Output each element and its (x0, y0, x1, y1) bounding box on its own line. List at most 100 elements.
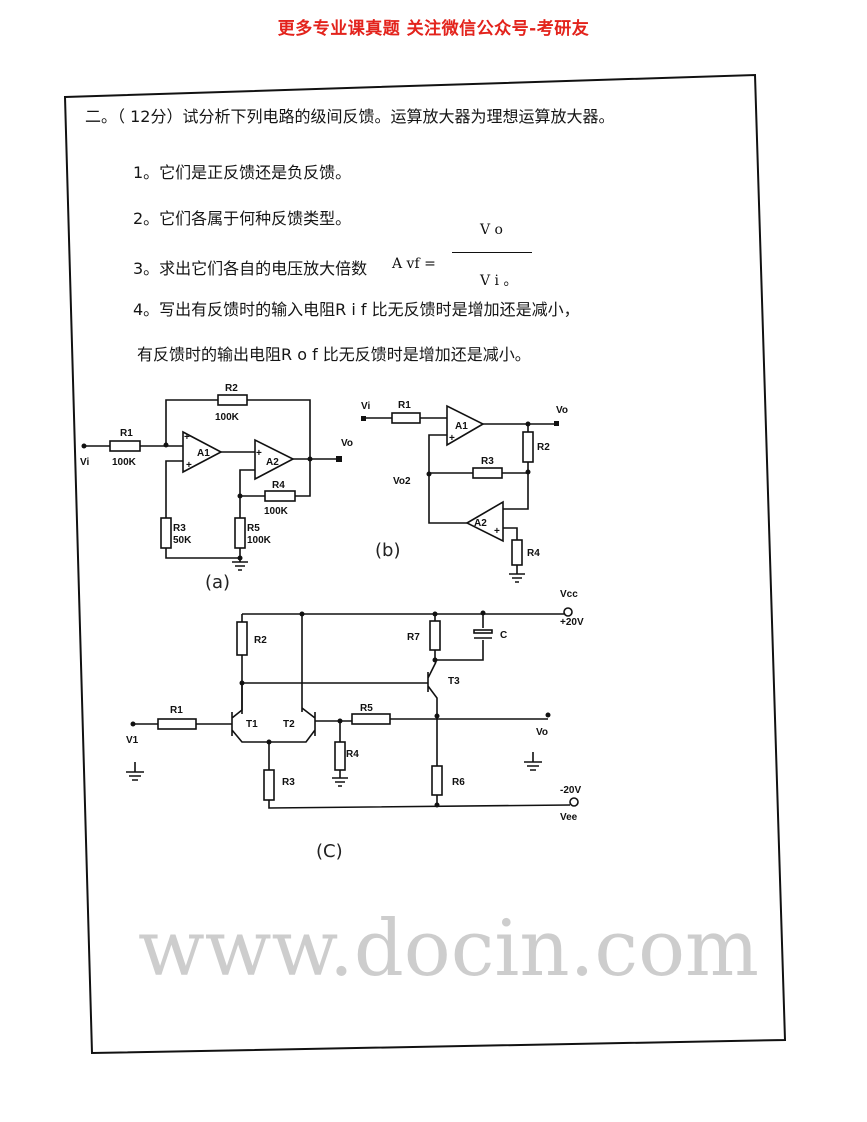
circuit-wire (525, 421, 531, 427)
circuit-label: Vo (556, 405, 568, 416)
question-item-4-cont: 有反馈时的输出电阻R o f 比无反馈时是增加还是减小。 (137, 345, 531, 364)
circuit-label: +20V (560, 617, 584, 628)
circuit-label: + (449, 433, 455, 444)
circuit-label: R1 (170, 705, 183, 716)
circuit-wire (237, 555, 243, 561)
circuit-label: R1 (120, 428, 133, 439)
caption-b: (b) (375, 540, 400, 561)
circuit-label: + (494, 526, 500, 537)
resistor-r3 (472, 467, 503, 479)
circuit-label: R2 (225, 383, 238, 394)
circuit-wire (237, 493, 243, 499)
circuit-wire (432, 611, 438, 617)
ground-icon (126, 762, 144, 781)
circuit-wire (337, 718, 343, 724)
circuit-label: R7 (407, 632, 420, 643)
circuit-label: R3 (481, 456, 494, 467)
opamp-a1 (182, 430, 223, 474)
circuit-label: Vo (536, 727, 548, 738)
vee-terminal (569, 797, 579, 807)
resistor-r4 (511, 539, 523, 566)
circuit-label: T1 (246, 719, 258, 730)
circuit-a: + + + Vi R1 100K R2 100K A1 A2 Vo R3 50K… (80, 383, 353, 593)
ground-icon (332, 777, 348, 787)
circuit-label: C (500, 630, 507, 641)
circuit-label: 50K (173, 535, 192, 546)
circuit-wire (545, 712, 551, 718)
capacitor-c (473, 629, 493, 634)
circuit-wire (364, 417, 556, 574)
opamp-a1 (446, 404, 485, 447)
circuit-wire (268, 718, 571, 809)
formula-numerator: V o (480, 222, 503, 238)
circuit-label: A1 (455, 421, 468, 432)
caption-a: (a) (205, 572, 230, 593)
circuit-wire (426, 471, 432, 477)
ground-icon (524, 752, 542, 771)
resistor-r2 (217, 394, 248, 406)
circuit-wire (241, 613, 564, 714)
circuit-label: A2 (266, 457, 279, 468)
question-title: 二。（ 12分）试分析下列电路的级间反馈。运算放大器为理想运算放大器。 (85, 107, 615, 126)
circuit-label: R4 (346, 749, 359, 760)
circuit-label: 100K (112, 457, 137, 468)
header-banner: 更多专业课真题 关注微信公众号-考研友 (277, 19, 590, 39)
circuit-label: 100K (247, 535, 272, 546)
resistor-r2 (522, 431, 534, 463)
resistor-r3 (263, 769, 275, 801)
resistor-r6 (431, 765, 443, 796)
opamp-a2 (254, 438, 295, 481)
formula-fraction-bar (452, 252, 532, 253)
circuit-label: Vo2 (393, 476, 411, 487)
circuit-label: + (256, 448, 262, 459)
circuit-label: R6 (452, 777, 465, 788)
page-frame (63, 73, 787, 1055)
circuit-b: + + Vi R1 A1 Vo R2 R3 Vo2 A2 R4 (b) (361, 400, 568, 583)
circuit-wire (361, 416, 366, 421)
circuit-label: T3 (448, 676, 460, 687)
circuit-wire (434, 713, 440, 719)
resistor-r5 (351, 713, 391, 725)
vcc-terminal (563, 607, 573, 617)
circuit-label: Vi (80, 457, 89, 468)
circuit-label: -20V (560, 785, 581, 796)
circuit-wire (554, 421, 559, 426)
circuit-label: A2 (474, 518, 487, 529)
question-item-2: 2。它们各属于何种反馈类型。 (133, 209, 352, 228)
circuit-label: V1 (126, 735, 139, 746)
opamp-a2 (465, 500, 504, 543)
resistor-r4 (264, 490, 296, 502)
resistor-r1 (109, 440, 141, 452)
resistor-r1 (391, 412, 421, 424)
resistor-r4 (334, 741, 346, 771)
circuit-wire (480, 610, 486, 616)
circuit-label: R2 (537, 442, 550, 453)
circuit-wire (307, 456, 313, 462)
circuit-wire (163, 442, 169, 448)
circuit-wire (84, 399, 311, 497)
question-item-3: 3。求出它们各自的电压放大倍数 (133, 259, 368, 278)
resistor-r5 (234, 517, 246, 549)
circuit-label: + (186, 460, 192, 471)
circuit-label: Vi (361, 401, 370, 412)
formula-lhs: A vf = (392, 256, 436, 272)
circuit-label: + (184, 432, 190, 443)
watermark: www.docin.com (138, 904, 759, 994)
circuit-label: 100K (215, 412, 240, 423)
circuit-label: Vee (560, 812, 578, 823)
circuit-label: T2 (283, 719, 295, 730)
circuit-label: R1 (398, 400, 411, 411)
circuit-label: Vo (341, 438, 353, 449)
caption-c: (C) (316, 841, 343, 862)
circuit-label: Vcc (560, 589, 578, 600)
question-item-4: 4。写出有反馈时的输入电阻R i f 比无反馈时是增加还是减小， (133, 300, 580, 319)
circuit-wire (336, 456, 342, 462)
resistor-r1 (157, 718, 197, 730)
circuit-label: R3 (173, 523, 186, 534)
circuit-label: R3 (282, 777, 295, 788)
circuit-wire (165, 451, 338, 562)
ground-icon (509, 573, 525, 583)
resistor-r2 (236, 621, 248, 656)
circuit-label: R2 (254, 635, 267, 646)
circuit-label: R5 (247, 523, 260, 534)
